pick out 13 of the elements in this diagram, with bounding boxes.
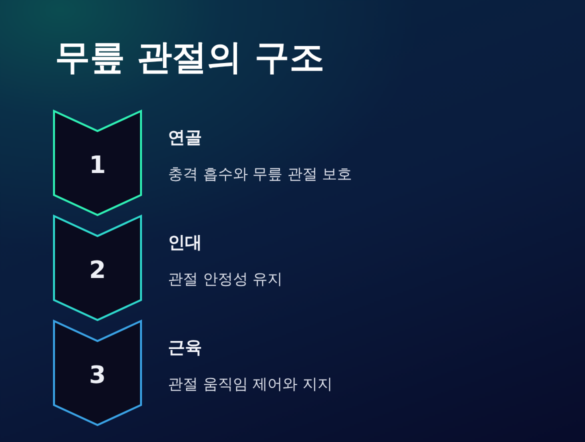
step-number: 1 [89,151,106,179]
step-description: 충격 흡수와 무릎 관절 보호 [168,165,352,184]
step-heading: 근육 [168,337,202,359]
chevron-shape [53,215,142,321]
chevron-shape [53,110,142,216]
step-description: 관절 움직임 제어와 지지 [168,375,332,394]
step-heading: 인대 [168,232,202,254]
step-number: 3 [89,361,106,389]
title: 무릎 관절의 구조 [55,37,324,80]
step-number: 2 [89,256,106,284]
chevron-shape [53,320,142,426]
step-description: 관절 안정성 유지 [168,270,283,289]
step-heading: 연골 [168,127,202,149]
